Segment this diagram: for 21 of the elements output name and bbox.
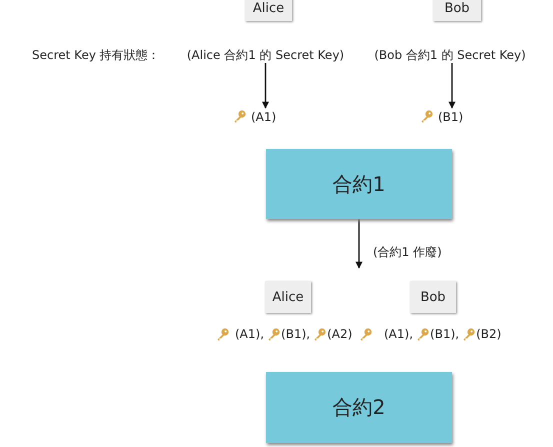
arrow [356,219,362,269]
key-label: (B1), [430,326,460,342]
arrow [262,63,269,109]
key-label: (A1) [251,108,276,124]
key-description: (Bob 合約1 的 Secret Key) [366,47,534,63]
key-label: (A2) [327,326,352,342]
person-box: Alice [265,281,311,313]
status-heading: Secret Key 持有狀態： [32,47,160,63]
person-box: Bob [433,0,481,21]
person-box: Bob [410,281,456,313]
contract-box: 合約1 [266,149,452,219]
arrow [448,63,456,109]
key-label: (B1) [438,108,464,124]
key-description: (Alice 合約1 的 Secret Key) [178,47,353,63]
person-box: Alice [245,0,292,21]
contract-box: 合約2 [266,372,452,443]
key-label: (A1), [384,326,414,342]
key-label: (B2) [476,326,502,342]
key-label: (B1), [281,326,310,342]
key-label: (A1), [235,326,264,342]
edge-label: (合約1 作廢) [373,244,442,260]
